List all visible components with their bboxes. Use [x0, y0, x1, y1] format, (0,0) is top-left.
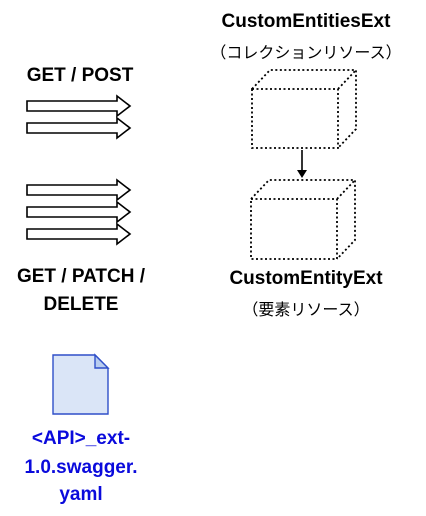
file-name-line2: 1.0.swagger.: [24, 457, 138, 478]
arrow-3: [26, 178, 132, 202]
get-patch-delete-label-line1: GET / PATCH /: [16, 266, 146, 287]
document-icon: [52, 353, 110, 415]
get-post-label: GET / POST: [26, 65, 134, 86]
get-post-arrows: [26, 94, 132, 140]
arrow-1: [26, 94, 132, 118]
collection-box: [251, 69, 357, 149]
connector-arrow: [297, 150, 307, 178]
element-subtitle: （要素リソース）: [242, 300, 370, 319]
collection-subtitle: （コレクションリソース）: [210, 43, 402, 62]
arrow-4: [26, 200, 132, 224]
arrow-2: [26, 116, 132, 140]
element-title: CustomEntityExt: [229, 268, 383, 289]
arrow-5: [26, 222, 132, 246]
collection-title: CustomEntitiesExt: [221, 11, 391, 32]
file-name-line1: <API>_ext-: [31, 428, 131, 449]
element-box: [250, 179, 356, 260]
get-patch-delete-label-line2: DELETE: [43, 294, 119, 315]
get-patch-delete-arrows: [26, 178, 132, 246]
file-name-line3: yaml: [59, 484, 103, 505]
